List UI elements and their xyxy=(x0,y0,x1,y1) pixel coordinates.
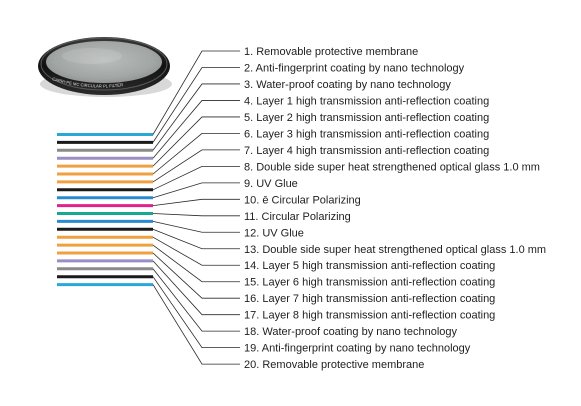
leader-line xyxy=(152,236,240,266)
filter-illustration: CARRYPE MC CIRCULAR PL FILTER xyxy=(38,37,172,97)
layer-label: 4. Layer 1 high transmission anti-reflec… xyxy=(244,95,489,107)
leader-line xyxy=(152,149,240,183)
leader-line xyxy=(152,221,240,233)
layer-label: 11. Circular Polarizing xyxy=(244,211,351,223)
layer-label: 2. Anti-fingerprint coating by nano tech… xyxy=(244,62,465,74)
leader-line xyxy=(152,165,240,191)
leader-line xyxy=(152,260,240,316)
leader-line xyxy=(152,132,240,175)
layer-label: 9. UV Glue xyxy=(244,178,298,190)
layer-label: 18. Water-proof coating by nano technolo… xyxy=(244,326,458,338)
layer-label: 19. Anti-fingerprint coating by nano tec… xyxy=(244,343,471,355)
leader-line xyxy=(152,228,240,250)
layer-label: 5. Layer 2 high transmission anti-reflec… xyxy=(244,112,489,124)
leader-line xyxy=(152,83,240,151)
layer-label: 1. Removable protective membrane xyxy=(244,46,418,58)
layer-label: 3. Water-proof coating by nano technolog… xyxy=(244,79,451,91)
leader-line xyxy=(152,116,240,167)
layer-label: 12. UV Glue xyxy=(244,227,304,239)
filter-glass-shine xyxy=(62,48,122,64)
layer-label: 13. Double side super heat strengthened … xyxy=(244,244,546,256)
leader-line xyxy=(152,276,240,349)
layer-label: 14. Layer 5 high transmission anti-refle… xyxy=(244,260,495,272)
layer-label: 17. Layer 8 high transmission anti-refle… xyxy=(244,310,495,322)
layer-label: 20. Removable protective membrane xyxy=(244,359,424,371)
leader-line xyxy=(152,198,240,206)
layer-label: 6. Layer 3 high transmission anti-reflec… xyxy=(244,128,489,140)
layer-label: 15. Layer 6 high transmission anti-refle… xyxy=(244,277,495,289)
layer-label: 16. Layer 7 high transmission anti-refle… xyxy=(244,293,495,305)
leader-line xyxy=(152,244,240,283)
leader-line xyxy=(152,100,240,159)
leader-line xyxy=(152,50,240,135)
leader-line xyxy=(152,284,240,365)
filter-glass xyxy=(46,41,162,83)
layer-label: 8. Double side super heat strengthened o… xyxy=(244,161,540,173)
filter-rim-highlight xyxy=(40,37,168,91)
layer-label: 7. Layer 4 high transmission anti-reflec… xyxy=(244,145,489,157)
leader-line xyxy=(152,182,240,199)
layer-stack xyxy=(57,133,153,287)
layer-label: 10. ē Circular Polarizing xyxy=(244,194,361,206)
leader-line xyxy=(152,67,240,143)
leader-line xyxy=(152,213,240,217)
leader-lines xyxy=(152,50,240,365)
layer-labels: 1. Removable protective membrane 2. Anti-… xyxy=(244,46,546,371)
leader-line xyxy=(152,252,240,299)
leader-line xyxy=(152,268,240,332)
